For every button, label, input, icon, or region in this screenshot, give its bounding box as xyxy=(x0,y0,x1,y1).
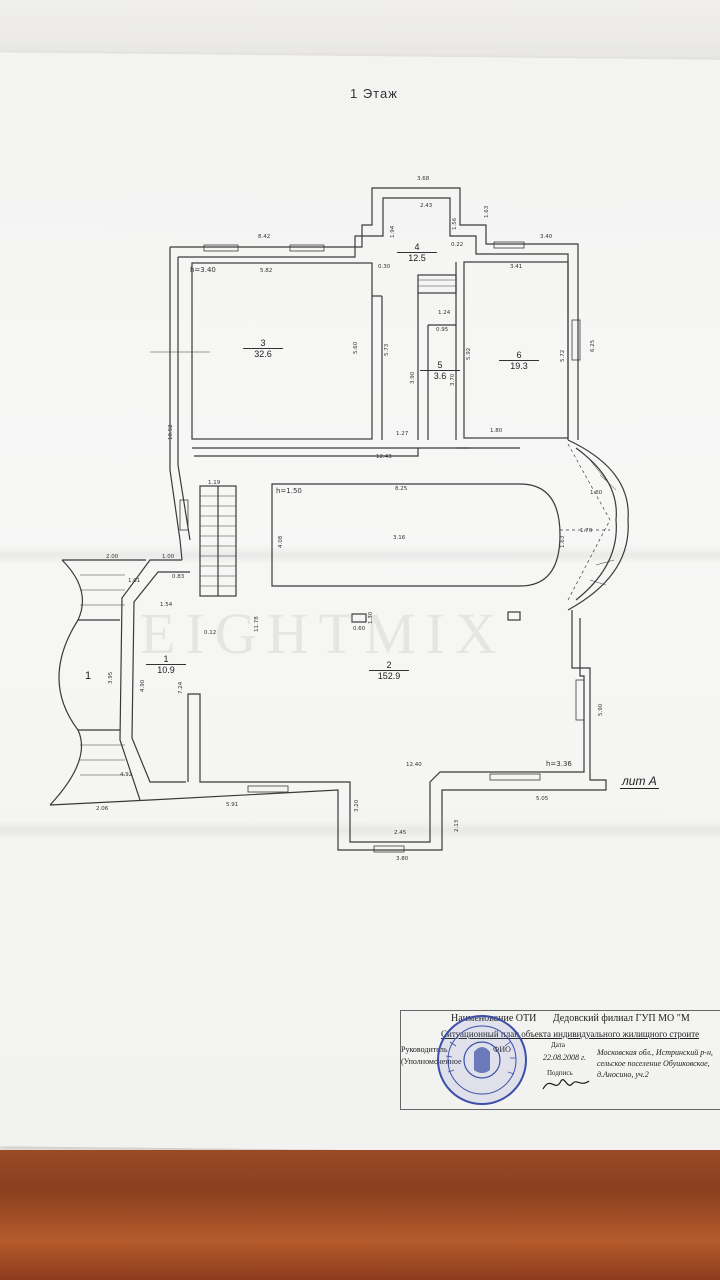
ceiling-height: h=3.40 xyxy=(190,266,216,274)
signature xyxy=(542,1079,590,1090)
room-area: 19.3 xyxy=(499,360,539,371)
dimension-label: 5.73 xyxy=(384,343,390,356)
dimension-label: 1.19 xyxy=(208,480,221,486)
dimension-label: 12.43 xyxy=(376,454,392,460)
dimension-label: 4.92 xyxy=(120,772,133,778)
wooden-desk xyxy=(0,1150,720,1280)
dimension-label: 6.25 xyxy=(590,339,596,352)
dimension-label: 3.80 xyxy=(396,856,409,862)
dimension-label: 1.00 xyxy=(162,554,175,560)
dimension-label: 1.24 xyxy=(438,310,451,316)
dimension-label: 1.30 xyxy=(368,611,374,624)
room-number: 5 xyxy=(437,360,443,370)
dimension-label: 1.70 xyxy=(580,528,593,534)
dimension-label: 1.01 xyxy=(128,578,141,584)
signature-label: Подпись xyxy=(547,1069,573,1077)
date-value: 22.08.2008 г. xyxy=(543,1053,587,1062)
dimension-label: 5.82 xyxy=(260,268,273,274)
room-area: 152.9 xyxy=(369,670,409,681)
date-label: Дата xyxy=(551,1041,565,1049)
dimension-label: 1.63 xyxy=(560,535,566,548)
room-area: 10.9 xyxy=(146,664,186,675)
dimension-label: 3.40 xyxy=(540,234,553,240)
dimension-label: 11.78 xyxy=(254,616,260,632)
dimension-label: 1.56 xyxy=(452,217,458,230)
dimension-label: 5.60 xyxy=(353,341,359,354)
dimension-label: 2.00 xyxy=(106,554,119,560)
dimension-label: 3.41 xyxy=(510,264,523,270)
dimension-label: 0.60 xyxy=(353,626,366,632)
outer-wall-inner xyxy=(178,197,569,440)
dimension-label: 4.90 xyxy=(140,679,146,692)
dimension-label: 5.05 xyxy=(536,796,549,802)
exterior-label: 1 xyxy=(84,670,92,682)
dimension-label: 1.94 xyxy=(390,225,396,238)
dimension-label: 8.42 xyxy=(258,234,271,240)
dimension-label: 5.72 xyxy=(560,349,566,362)
paper-fold xyxy=(0,820,720,840)
dimension-label: 5.92 xyxy=(466,347,472,360)
dimension-label: 0.30 xyxy=(378,264,391,270)
dimension-label: 4.08 xyxy=(278,535,284,548)
dimension-label: 2.13 xyxy=(454,819,460,832)
room-number: 3 xyxy=(260,338,266,348)
organization: Дедовский филиал ГУП МО "М xyxy=(552,1013,690,1024)
dimension-label: 8.25 xyxy=(395,486,408,492)
dimension-label: 2.43 xyxy=(420,203,433,209)
floor-title: 1 Этаж xyxy=(350,86,398,101)
dimension-label: 5.90 xyxy=(598,703,604,716)
room-number: 6 xyxy=(516,350,522,360)
dimension-label: 10.52 xyxy=(168,424,174,440)
official-seal xyxy=(437,1015,527,1105)
dimension-label: 5.91 xyxy=(226,802,239,808)
outer-wall xyxy=(169,247,183,561)
dimension-label: 3.70 xyxy=(450,373,456,386)
room-area: 3.6 xyxy=(420,370,460,381)
ceiling-height: h=1.50 xyxy=(276,487,302,495)
room-area: 32.6 xyxy=(243,348,283,359)
ceiling-height: h=3.36 xyxy=(546,760,572,768)
room-area: 12.5 xyxy=(397,252,437,263)
dimension-label: 3.90 xyxy=(410,371,416,384)
room-number: 2 xyxy=(386,660,392,670)
lit-label: лит А xyxy=(620,774,659,789)
dimension-label: 3.68 xyxy=(417,176,430,182)
document-title: Ситуационный план объекта индивидуальног… xyxy=(441,1029,700,1039)
dimension-label: 3.16 xyxy=(393,535,406,541)
dimension-label: 0.83 xyxy=(172,574,185,580)
head-sub-label: (Уполномоченное xyxy=(401,1057,462,1066)
dimension-label: 2.06 xyxy=(96,806,109,812)
dimension-label: 0.22 xyxy=(451,242,464,248)
dimension-label: 1.54 xyxy=(160,602,173,608)
dimension-label: 1.63 xyxy=(484,205,490,218)
dimension-label: 3.20 xyxy=(354,799,360,812)
fio-label: ФИО xyxy=(493,1045,511,1054)
watermark: EIGHTMIX xyxy=(140,601,507,666)
dimension-label: 0.12 xyxy=(204,630,217,636)
outer-wall-inner xyxy=(177,257,191,541)
outer-wall xyxy=(170,187,579,440)
dimension-label: 1.27 xyxy=(396,431,409,437)
dimension-label: 3.95 xyxy=(108,671,114,684)
dimension-label: 0.95 xyxy=(436,327,449,333)
room-number: 1 xyxy=(163,654,169,664)
head-label: Руководитель xyxy=(401,1045,448,1054)
dimension-label: 1.80 xyxy=(490,428,503,434)
dimension-label: 1.60 xyxy=(590,490,603,496)
dimension-label: 2.45 xyxy=(394,830,407,836)
dimension-label: 12.40 xyxy=(406,762,422,768)
dimension-label: 7.24 xyxy=(178,681,184,694)
address: Московская обл., Истринский р-н, сельско… xyxy=(597,1048,713,1079)
room-number: 4 xyxy=(414,242,420,252)
